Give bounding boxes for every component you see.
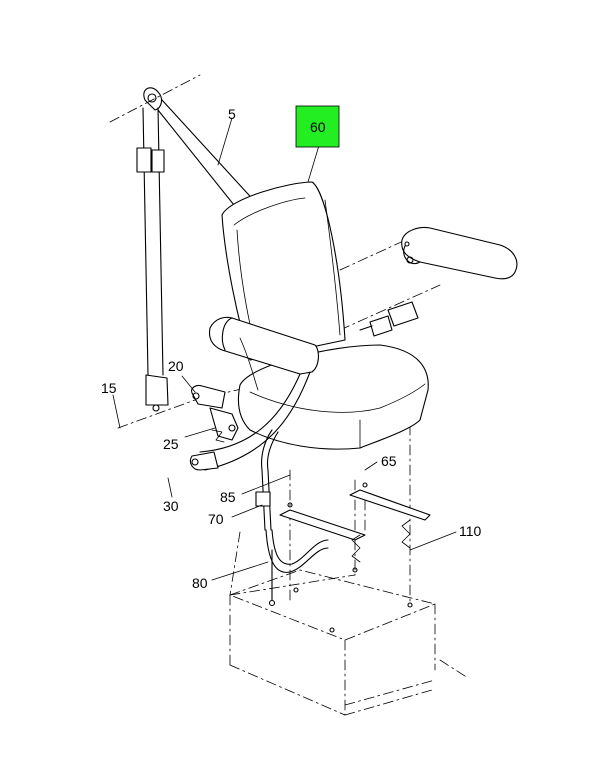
- construction-lines: [109, 74, 469, 716]
- callout-85[interactable]: 85: [220, 489, 236, 505]
- callout-15[interactable]: 15: [101, 380, 117, 396]
- lap-belt: [189, 371, 311, 471]
- seat-buckle: [359, 301, 419, 337]
- callout-5[interactable]: 5: [228, 106, 236, 122]
- anchor-bracket: [191, 384, 239, 443]
- leader-lines: [112, 117, 457, 581]
- callout-70[interactable]: 70: [208, 511, 224, 527]
- callout-60-highlight[interactable]: [295, 105, 340, 148]
- callout-20[interactable]: 20: [168, 358, 184, 374]
- seat-base: [229, 569, 436, 716]
- left-armrest: [208, 316, 319, 391]
- callout-30[interactable]: 30: [163, 498, 179, 514]
- seat-cushion: [237, 344, 429, 450]
- callout-labels: 5 60 20 15 25 30 85 70 65 110 80: [101, 106, 482, 591]
- callout-80[interactable]: 80: [192, 575, 208, 591]
- callout-60[interactable]: 60: [310, 119, 326, 135]
- seat-rails: [279, 482, 431, 608]
- callout-65[interactable]: 65: [381, 453, 397, 469]
- right-armrest: [401, 226, 518, 280]
- callout-25[interactable]: 25: [163, 436, 179, 452]
- height-cable: [255, 429, 329, 607]
- seat-back: [221, 181, 346, 361]
- callout-110[interactable]: 110: [459, 523, 482, 539]
